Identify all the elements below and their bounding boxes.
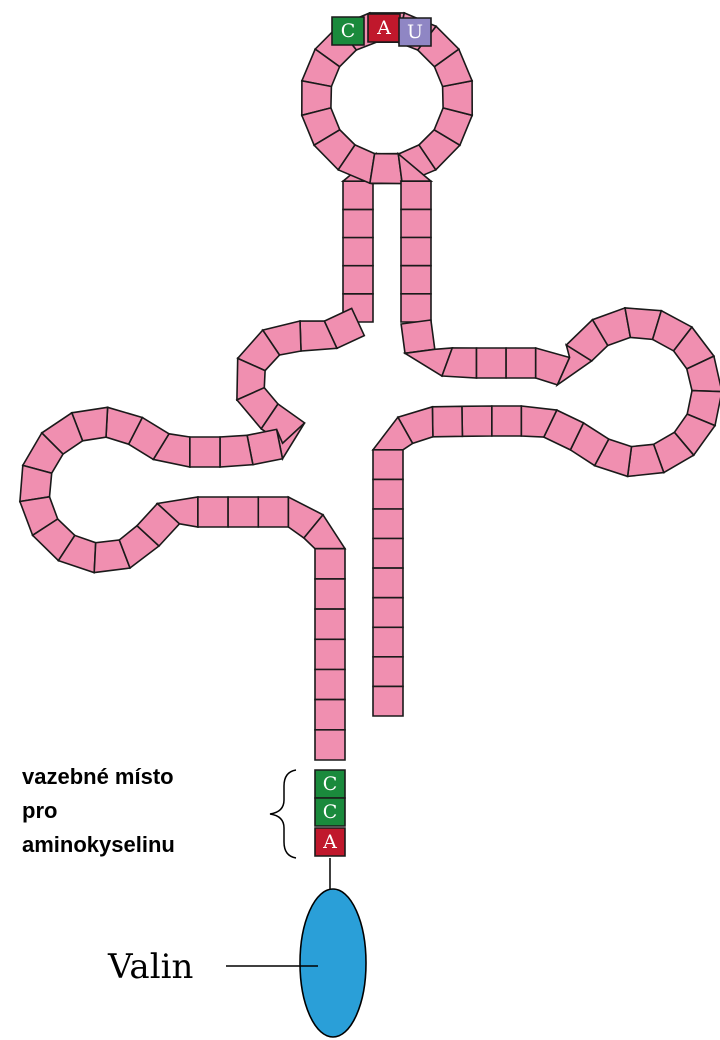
curly-brace — [270, 770, 296, 858]
binding-site-label-line-2: pro — [22, 798, 57, 823]
nucleotide-segment — [373, 686, 403, 716]
nucleotide-segment — [373, 598, 403, 628]
nucleotide-segment — [506, 348, 536, 378]
nucleotide-segment — [373, 657, 403, 687]
nucleotide-segment — [228, 497, 258, 527]
binding-site-label-line-1: vazebné místo — [22, 764, 174, 789]
nucleotide-segment — [373, 568, 403, 598]
nucleotide-segment — [315, 579, 345, 609]
nucleotide-segment — [462, 406, 492, 436]
binding-site-label-line-3: aminokyselinu — [22, 832, 175, 857]
trna-strand — [20, 13, 720, 760]
nucleotide-segment — [315, 670, 345, 700]
anticodon-letter-3: U — [407, 21, 423, 43]
nucleotide-segment — [370, 154, 402, 184]
nucleotide-segment — [401, 320, 435, 353]
nucleotide-segment — [373, 479, 403, 509]
anticodon-letter-2: A — [376, 17, 391, 39]
nucleotide-segment — [343, 209, 373, 237]
nucleotide-segment — [220, 435, 253, 467]
nucleotide-segment — [401, 266, 431, 294]
nucleotide-segment — [373, 539, 403, 569]
nucleotide-segment — [343, 266, 373, 294]
nucleotide-segment — [198, 497, 228, 527]
anticodon-letter-1: C — [341, 20, 356, 42]
nucleotide-segment — [477, 348, 507, 378]
amino-acid-label: Valin — [107, 947, 193, 987]
nucleotide-segment — [315, 730, 345, 760]
nucleotide-segment — [315, 549, 345, 579]
acceptor-end-cca: CCA — [315, 770, 345, 856]
nucleotide-segment — [258, 497, 288, 527]
acceptor-letter-2: C — [323, 801, 338, 823]
nucleotide-segment — [432, 406, 462, 437]
nucleotide-segment — [492, 406, 522, 436]
nucleotide-segment — [190, 437, 220, 467]
nucleotide-segment — [315, 700, 345, 730]
nucleotide-segment — [401, 181, 431, 209]
nucleotide-segment — [401, 209, 431, 237]
nucleotide-segment — [401, 294, 431, 322]
nucleotide-segment — [343, 181, 373, 209]
acceptor-letter-1: C — [323, 773, 338, 795]
nucleotide-segment — [315, 639, 345, 669]
amino-acid-ellipse — [300, 889, 366, 1037]
nucleotide-segment — [401, 238, 431, 266]
nucleotide-segment — [373, 627, 403, 657]
nucleotide-segment — [373, 509, 403, 539]
nucleotide-segment — [343, 238, 373, 266]
nucleotide-segment — [315, 609, 345, 639]
acceptor-letter-3: A — [322, 831, 337, 853]
nucleotide-segment — [373, 450, 403, 480]
